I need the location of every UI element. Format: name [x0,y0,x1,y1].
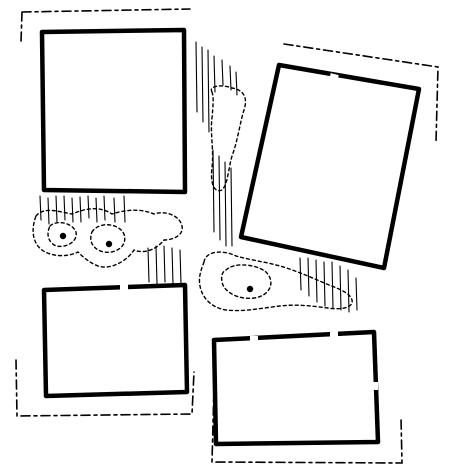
blob-center-tall [211,86,245,191]
frame-top-left[interactable] [42,30,185,192]
hatch-center-column [196,42,237,246]
dot-left-1 [60,233,66,239]
blob-right-cluster [199,252,352,310]
frame-bottom-right[interactable] [214,332,378,444]
blob-right-inner [222,265,271,298]
frame-top-right[interactable] [241,65,419,268]
hatch-center-lower [148,246,181,284]
dot-left-2 [106,241,112,247]
blob-left-cluster [33,209,182,267]
frame-gaps [120,76,375,390]
dot-right [247,286,253,292]
frame-bottom-left[interactable] [44,285,187,396]
blob-left-inner-2 [91,225,125,253]
